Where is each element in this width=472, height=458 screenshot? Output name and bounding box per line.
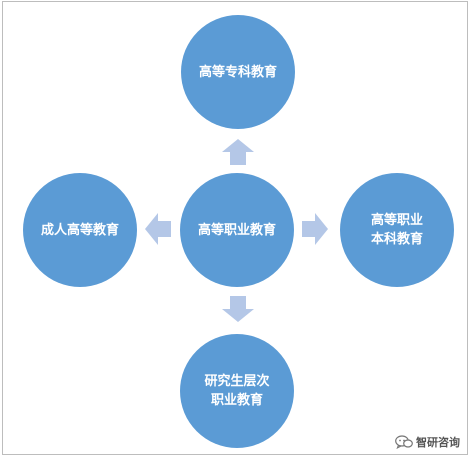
node-bottom-label: 研究生层次 职业教育 — [204, 374, 270, 408]
node-center-label: 高等职业教育 — [197, 222, 276, 238]
node-bottom: 研究生层次 职业教育 — [180, 334, 294, 448]
node-center: 高等职业教育 — [180, 173, 294, 287]
arrow-down-icon — [222, 296, 254, 322]
arrow-up-icon — [222, 139, 254, 165]
node-top-label: 高等专科教育 — [198, 64, 277, 80]
node-left: 成人高等教育 — [23, 173, 137, 287]
node-right-label: 高等职业 本科教育 — [370, 213, 423, 247]
diagram-frame — [2, 1, 468, 455]
watermark-text: 智研咨询 — [416, 436, 460, 449]
wechat-icon — [395, 435, 413, 449]
arrow-left-icon — [145, 213, 171, 245]
arrow-right-icon — [302, 213, 328, 245]
node-top: 高等专科教育 — [181, 15, 295, 129]
node-left-label: 成人高等教育 — [40, 222, 119, 238]
node-right: 高等职业 本科教育 — [340, 173, 454, 287]
watermark: 智研咨询 — [395, 434, 460, 450]
